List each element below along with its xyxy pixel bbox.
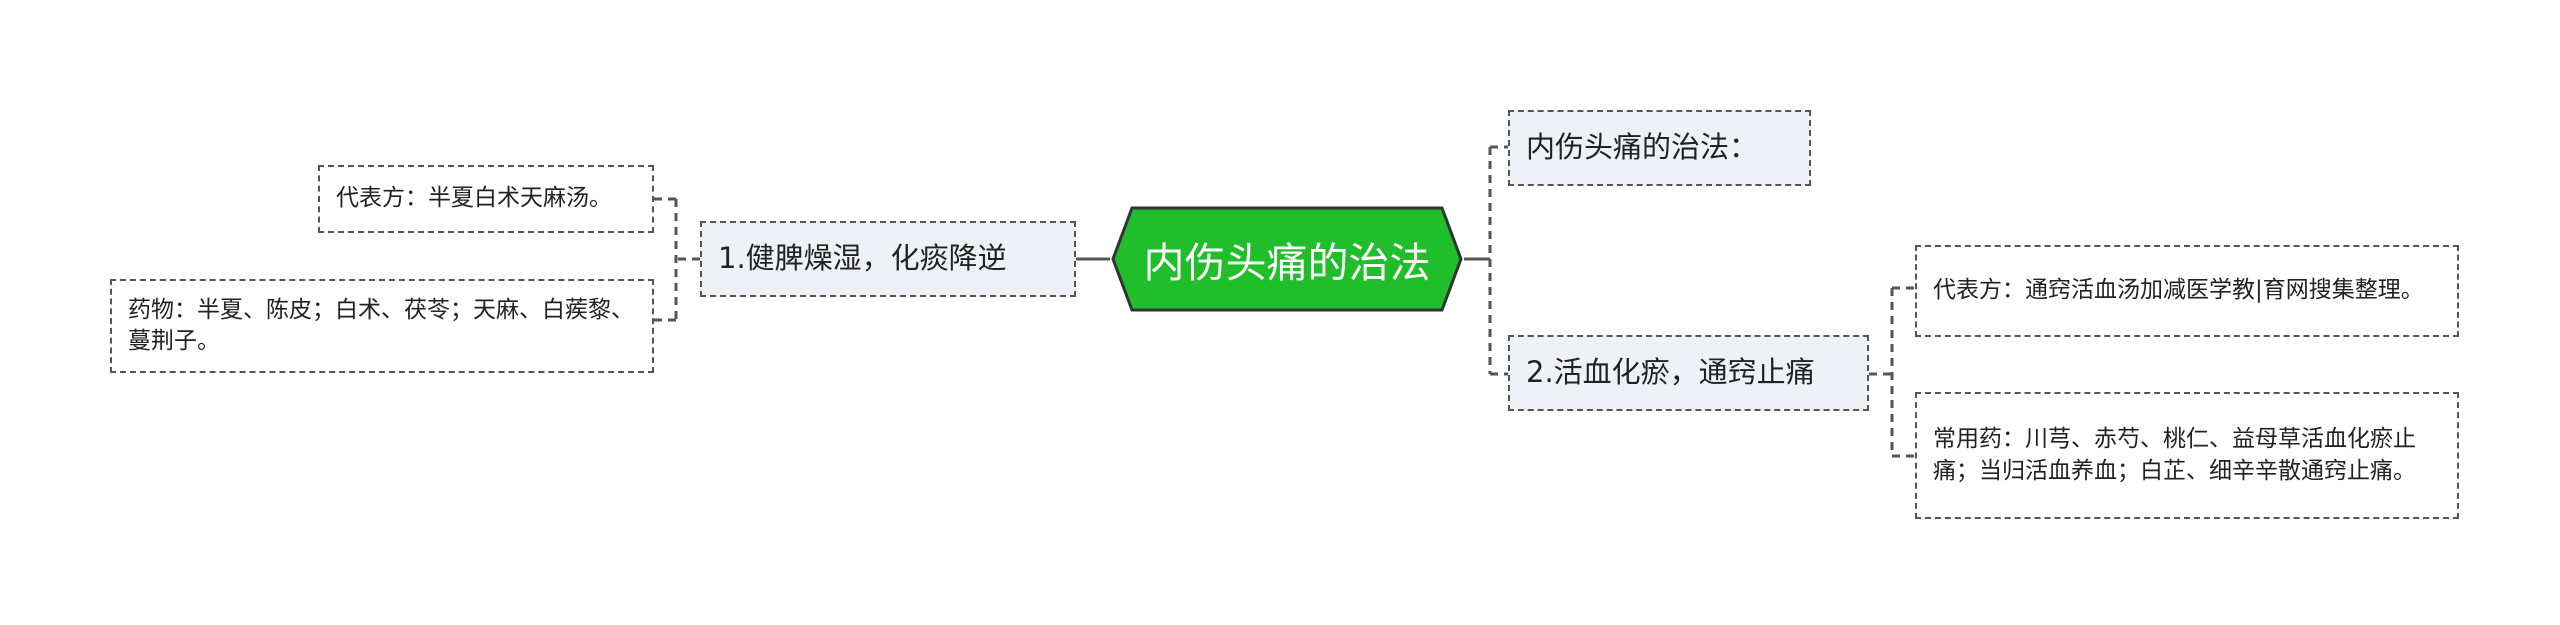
leaf-left-1[interactable]: 代表方：半夏白术天麻汤。	[318, 165, 654, 233]
root-node[interactable]: 内伤头痛的治法	[1110, 205, 1464, 313]
root-node-label: 内伤头痛的治法	[1143, 239, 1431, 287]
branch-right-2[interactable]: 2.活血化瘀，通窍止痛	[1508, 335, 1869, 411]
leaf-left-2-label: 药物：半夏、陈皮；白术、茯苓；天麻、白蒺黎、蔓荆子。	[128, 296, 634, 354]
branch-right-2-label: 2.活血化瘀，通窍止痛	[1526, 355, 1815, 390]
branch-left-1-label: 1.健脾燥湿，化痰降逆	[718, 241, 1007, 276]
leaf-left-1-label: 代表方：半夏白术天麻汤。	[336, 185, 612, 212]
leaf-right-2[interactable]: 常用药：川芎、赤芍、桃仁、益母草活血化瘀止痛；当归活血养血；白芷、细辛辛散通窍止…	[1915, 392, 2459, 519]
leaf-right-1[interactable]: 代表方：通窍活血汤加减医学教|育网搜集整理。	[1915, 245, 2459, 337]
branch-right-1-label: 内伤头痛的治法：	[1526, 130, 1759, 165]
leaf-left-2[interactable]: 药物：半夏、陈皮；白术、茯苓；天麻、白蒺黎、蔓荆子。	[110, 279, 654, 373]
root-node-shape	[1111, 206, 1463, 312]
branch-left-1[interactable]: 1.健脾燥湿，化痰降逆	[700, 221, 1076, 297]
leaf-right-2-label: 常用药：川芎、赤芍、桃仁、益母草活血化瘀止痛；当归活血养血；白芷、细辛辛散通窍止…	[1933, 426, 2416, 484]
branch-right-1[interactable]: 内伤头痛的治法：	[1508, 110, 1811, 186]
leaf-right-1-label: 代表方：通窍活血汤加减医学教|育网搜集整理。	[1933, 277, 2424, 304]
